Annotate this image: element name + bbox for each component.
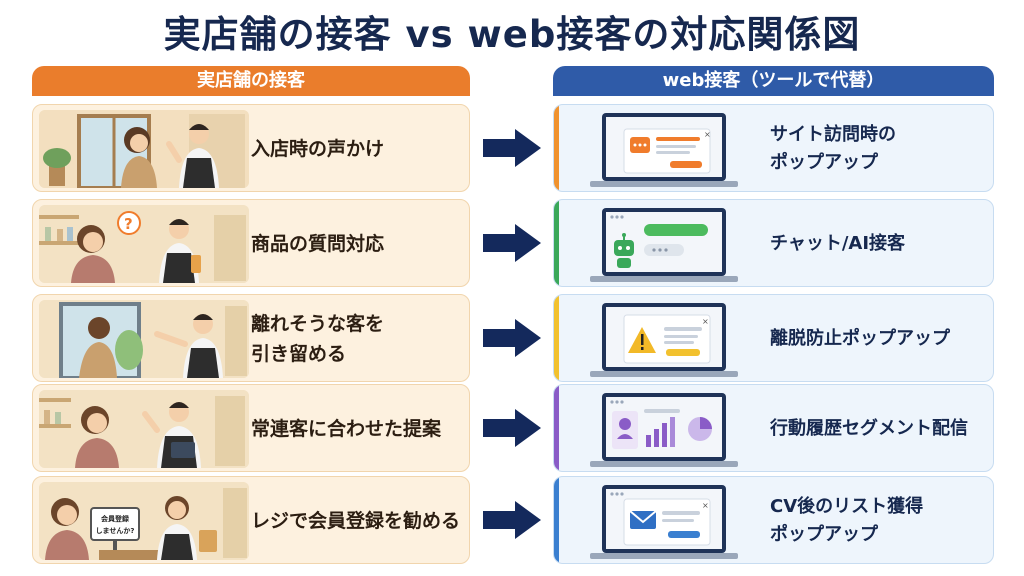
web-tool-label: チャット/AI接客 <box>770 233 906 254</box>
store-card: 会員登録 しませんか? レジで会員登録を勧める <box>32 476 470 564</box>
store-action-label: 商品の質問対応 <box>251 233 385 255</box>
right-arrow-icon <box>483 129 541 167</box>
web-card: 行動履歴セグメント配信 <box>553 384 994 472</box>
right-arrow-icon <box>483 409 541 447</box>
right-arrow-icon <box>483 224 541 262</box>
store-action-label: 入店時の声かけ <box>251 138 385 160</box>
svg-text:×: × <box>702 501 709 510</box>
web-tool-label: CV後のリスト獲得 ポップアップ <box>770 496 924 545</box>
right-arrow-icon <box>483 501 541 539</box>
store-card: 常連客に合わせた提案 <box>32 384 470 472</box>
card-accent-bar <box>554 477 559 563</box>
store-action-label: 常連客に合わせた提案 <box>251 418 442 440</box>
mapping-row-greeting: 入店時の声かけ × サイト訪問時の ポップアップ <box>0 104 1024 192</box>
web-card: × サイト訪問時の ポップアップ <box>553 104 994 192</box>
store-card: 入店時の声かけ <box>32 104 470 192</box>
web-tool-label: サイト訪問時の ポップアップ <box>770 124 896 173</box>
right-arrow-icon <box>483 319 541 357</box>
store-column-header: 実店舗の接客 <box>32 66 470 96</box>
register-sign-line1: 会員登録 <box>101 514 130 523</box>
web-card: × 離脱防止ポップアップ <box>553 294 994 382</box>
mail-icon: × <box>590 485 738 559</box>
store-card: ? 商品の質問対応 <box>32 199 470 287</box>
customer-leaving-illustration <box>39 300 249 378</box>
web-card: × CV後のリスト獲得 ポップアップ <box>553 476 994 564</box>
web-card: チャット/AI接客 <box>553 199 994 287</box>
card-accent-bar <box>554 385 559 471</box>
chat-popup-icon: × <box>590 113 738 187</box>
chatbot-robot-icon <box>590 208 738 282</box>
register-sign-line2: しませんか? <box>96 526 135 535</box>
svg-text:×: × <box>702 317 709 326</box>
store-entrance-illustration <box>39 110 249 188</box>
warning-icon: × <box>590 303 738 377</box>
mapping-row-suggestion: 常連客に合わせた提案 行動履歴セグメント配信 <box>0 384 1024 472</box>
analytics-dashboard-icon <box>590 393 738 467</box>
register-counter-illustration: 会員登録 しませんか? <box>39 482 249 560</box>
web-column-header: web接客（ツールで代替） <box>553 66 994 96</box>
mapping-row-retain: 離れそうな客を 引き留める × 離脱防止ポップアップ <box>0 294 1024 382</box>
page-title: 実店舗の接客 vs web接客の対応関係図 <box>163 13 861 56</box>
card-accent-bar <box>554 295 559 381</box>
product-question-illustration: ? <box>39 205 249 283</box>
regular-customer-illustration <box>39 390 249 468</box>
svg-text:?: ? <box>124 215 133 233</box>
mapping-row-register: 会員登録 しませんか? レジで会員登録を勧める × <box>0 476 1024 564</box>
svg-text:×: × <box>704 130 711 139</box>
web-tool-label: 行動履歴セグメント配信 <box>770 418 968 439</box>
card-accent-bar <box>554 105 559 191</box>
store-action-label: レジで会員登録を勧める <box>251 510 461 532</box>
web-tool-label: 離脱防止ポップアップ <box>770 328 950 349</box>
store-action-label: 離れそうな客を 引き留める <box>251 313 385 365</box>
store-card: 離れそうな客を 引き留める <box>32 294 470 382</box>
mapping-row-questions: ? 商品の質問対応 <box>0 199 1024 287</box>
card-accent-bar <box>554 200 559 286</box>
